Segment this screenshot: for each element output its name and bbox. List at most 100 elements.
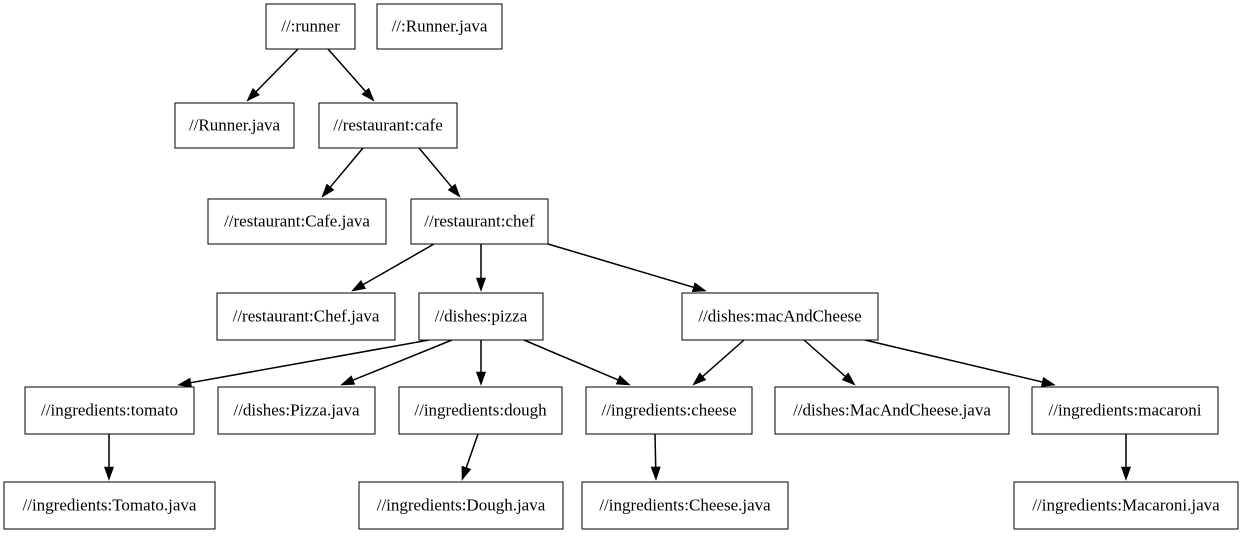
graph-edge [321, 147, 364, 198]
graph-node[interactable]: //restaurant:Chef.java [216, 292, 396, 341]
graph-edge [547, 243, 707, 293]
node-label: //:Runner.java [392, 16, 488, 35]
graph-edge [351, 243, 435, 292]
node-box[interactable] [216, 292, 396, 341]
arrowhead-icon [615, 375, 631, 386]
graph-node[interactable]: //dishes:macAndCheese [681, 292, 879, 341]
node-box[interactable] [24, 386, 195, 435]
arrowhead-icon [321, 183, 335, 198]
node-box[interactable] [3, 481, 216, 530]
node-label: //dishes:pizza [435, 306, 528, 325]
graph-edge [246, 48, 299, 102]
node-label: //dishes:macAndCheese [698, 306, 861, 325]
edge-line [700, 339, 745, 379]
graph-edge [103, 434, 115, 481]
node-label: //ingredients:Macaroni.java [1032, 495, 1220, 514]
edge-line [523, 339, 621, 382]
edges-layer [103, 48, 1132, 481]
node-box[interactable] [581, 481, 789, 530]
node-label: //restaurant:chef [424, 211, 535, 230]
arrowhead-icon [361, 87, 375, 102]
node-box[interactable] [585, 386, 753, 435]
node-label: //dishes:MacAndCheese.java [793, 400, 991, 419]
graph-edge [803, 339, 856, 386]
graph-edge [340, 339, 453, 386]
graph-node[interactable]: //ingredients:cheese [585, 386, 753, 435]
graph-edge [864, 339, 1056, 387]
graph-edge [650, 433, 661, 481]
graph-node[interactable]: //restaurant:chef [410, 198, 549, 245]
node-box[interactable] [1013, 481, 1239, 530]
node-label: //restaurant:Cafe.java [224, 211, 370, 230]
node-label: //ingredients:macaroni [1049, 400, 1202, 419]
graph-edge [523, 339, 631, 386]
graph-edge [692, 339, 745, 386]
graph-node[interactable]: //Runner.java [174, 102, 295, 149]
arrowhead-icon [1120, 466, 1132, 481]
arrowhead-icon [461, 465, 472, 481]
node-box[interactable] [265, 3, 356, 50]
arrowhead-icon [650, 466, 661, 481]
graph-node[interactable]: //ingredients:macaroni [1031, 386, 1219, 435]
graph-edge [177, 339, 430, 388]
edge-line [327, 48, 368, 94]
node-box[interactable] [217, 386, 376, 435]
arrowhead-icon [841, 372, 856, 386]
node-label: //dishes:Pizza.java [233, 400, 360, 419]
graph-node[interactable]: //ingredients:Tomato.java [3, 481, 216, 530]
node-label: //Runner.java [189, 115, 281, 134]
graph-node[interactable]: //dishes:MacAndCheese.java [774, 386, 1010, 435]
node-box[interactable] [358, 481, 564, 530]
graph-node[interactable]: //dishes:pizza [418, 292, 544, 341]
node-label: //restaurant:cafe [333, 115, 443, 134]
arrowhead-icon [177, 377, 192, 388]
edge-line [361, 243, 435, 287]
node-box[interactable] [410, 198, 549, 245]
node-box[interactable] [418, 292, 544, 341]
node-box[interactable] [398, 386, 563, 435]
graph-node[interactable]: //restaurant:Cafe.java [207, 198, 387, 245]
graph-edge [327, 48, 375, 102]
node-label: //ingredients:Cheese.java [599, 495, 771, 514]
node-label: //:runner [281, 16, 340, 35]
graph-edge [461, 433, 479, 481]
edge-line [464, 433, 479, 470]
arrowhead-icon [447, 183, 461, 198]
graph-node[interactable]: //ingredients:Dough.java [358, 481, 564, 530]
edge-line [350, 339, 453, 382]
arrowhead-icon [692, 372, 707, 386]
graph-node[interactable]: //:Runner.java [376, 3, 503, 50]
graph-node[interactable]: //ingredients:Macaroni.java [1013, 481, 1239, 530]
graph-edge [475, 244, 487, 292]
edge-line [654, 433, 657, 470]
graph-node[interactable]: //restaurant:cafe [318, 102, 458, 149]
node-box[interactable] [207, 198, 387, 245]
node-box[interactable] [174, 102, 295, 149]
arrowhead-icon [691, 282, 707, 293]
edge-line [418, 147, 454, 190]
node-box[interactable] [774, 386, 1010, 435]
node-box[interactable] [376, 3, 503, 50]
nodes-layer: //:runner //:Runner.java //Runner.java //re… [3, 3, 1239, 530]
node-label: //ingredients:cheese [601, 400, 736, 419]
graph-node[interactable]: //ingredients:dough [398, 386, 563, 435]
arrowhead-icon [103, 466, 115, 481]
arrowhead-icon [340, 375, 356, 386]
edge-line [328, 147, 364, 190]
node-label: //ingredients:dough [414, 400, 547, 419]
graph-edge [1120, 434, 1132, 481]
graph-node[interactable]: //:runner [265, 3, 356, 50]
graph-node[interactable]: //dishes:Pizza.java [217, 386, 376, 435]
node-label: //ingredients:Tomato.java [23, 495, 197, 514]
graph-node[interactable]: //ingredients:Cheese.java [581, 481, 789, 530]
node-label: //ingredients:Dough.java [377, 495, 546, 514]
edge-line [864, 339, 1045, 384]
graph-node[interactable]: //ingredients:tomato [24, 386, 195, 435]
edge-line [803, 339, 848, 379]
node-box[interactable] [681, 292, 879, 341]
edge-line [547, 243, 696, 289]
edge-line [254, 48, 299, 94]
graph-edge [418, 147, 461, 198]
node-box[interactable] [1031, 386, 1219, 435]
node-box[interactable] [318, 102, 458, 149]
